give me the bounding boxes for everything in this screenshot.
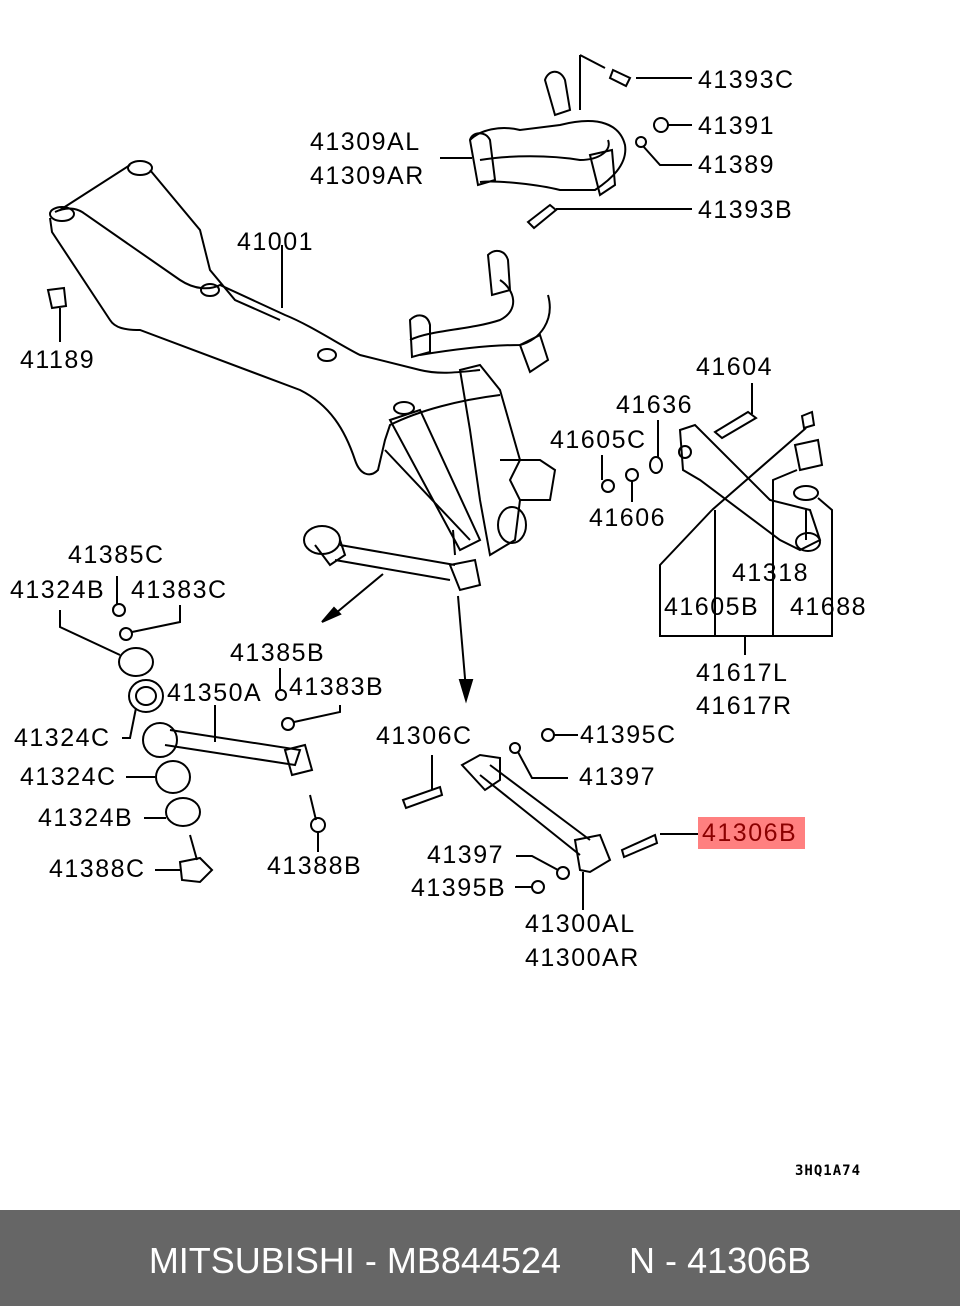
part-label-41309AL[interactable]: 41309AL bbox=[310, 128, 421, 156]
crossmember-drawing bbox=[46, 160, 551, 476]
part-label-41604[interactable]: 41604 bbox=[696, 353, 774, 381]
footer-bar: MITSUBISHI - MB844524 N - 41306B bbox=[0, 1210, 960, 1306]
parts-diagram: 41393C 41391 41389 41393B 41309AL 41309A… bbox=[10, 54, 868, 1179]
part-label-41324B-lower[interactable]: 41324B bbox=[38, 804, 134, 832]
part-label-41309AR[interactable]: 41309AR bbox=[310, 162, 425, 190]
part-label-41688[interactable]: 41688 bbox=[790, 593, 868, 621]
stabilizer-bar-drawing bbox=[440, 54, 692, 230]
exploded-view-drawing bbox=[46, 54, 833, 910]
part-label-41300AR[interactable]: 41300AR bbox=[525, 944, 640, 972]
part-label-41324C-upper[interactable]: 41324C bbox=[14, 724, 111, 752]
part-label-41189[interactable]: 41189 bbox=[20, 346, 96, 374]
part-label-41318[interactable]: 41318 bbox=[732, 559, 810, 587]
part-label-41389[interactable]: 41389 bbox=[698, 151, 776, 179]
part-label-41324B-upper[interactable]: 41324B bbox=[10, 576, 106, 604]
part-label-41605C[interactable]: 41605C bbox=[550, 426, 647, 454]
part-label-41395B[interactable]: 41395B bbox=[411, 874, 507, 902]
part-label-41395C[interactable]: 41395C bbox=[580, 721, 677, 749]
part-label-41391[interactable]: 41391 bbox=[698, 112, 776, 140]
brand-name: MITSUBISHI bbox=[148, 1240, 355, 1281]
part-label-41605B[interactable]: 41605B bbox=[664, 593, 760, 621]
part-label-41393B[interactable]: 41393B bbox=[698, 196, 794, 224]
knuckle-assembly-drawing bbox=[303, 363, 557, 704]
part-label-41324C-lower[interactable]: 41324C bbox=[20, 763, 117, 791]
part-label-41306C[interactable]: 41306C bbox=[376, 722, 473, 750]
part-label-41385B[interactable]: 41385B bbox=[230, 639, 326, 667]
lower-arm-drawing bbox=[401, 728, 698, 910]
part-label-41393C[interactable]: 41393C bbox=[698, 66, 795, 94]
part-label-41397-lower[interactable]: 41397 bbox=[427, 841, 505, 869]
part-label-41397-upper[interactable]: 41397 bbox=[579, 763, 657, 791]
separator: - bbox=[364, 1240, 377, 1281]
separator: - bbox=[665, 1240, 678, 1281]
upper-arm-drawing bbox=[601, 383, 833, 655]
part-label-41001[interactable]: 41001 bbox=[237, 228, 315, 256]
part-label-41606[interactable]: 41606 bbox=[589, 504, 667, 532]
ref-prefix: N bbox=[629, 1240, 656, 1281]
part-label-41300AL[interactable]: 41300AL bbox=[525, 910, 636, 938]
lateral-rod-drawing bbox=[59, 576, 341, 884]
ref-number: 41306B bbox=[687, 1240, 812, 1281]
part-label-41388C[interactable]: 41388C bbox=[49, 855, 146, 883]
part-label-41383B[interactable]: 41383B bbox=[289, 673, 385, 701]
part-label-41388B[interactable]: 41388B bbox=[267, 852, 363, 880]
footer-caption: MITSUBISHI - MB844524 N - 41306B bbox=[0, 1240, 960, 1282]
part-label-41306B-highlighted[interactable]: 41306B bbox=[698, 817, 806, 849]
drawing-code: 3HQ1A74 bbox=[795, 1163, 862, 1179]
part-number: MB844524 bbox=[386, 1240, 561, 1281]
part-label-41383C[interactable]: 41383C bbox=[131, 576, 228, 604]
part-label-41617R[interactable]: 41617R bbox=[696, 692, 793, 720]
part-label-41636[interactable]: 41636 bbox=[616, 391, 694, 419]
part-label-41385C[interactable]: 41385C bbox=[68, 541, 165, 569]
part-label-41617L[interactable]: 41617L bbox=[696, 659, 789, 687]
part-label-41350A[interactable]: 41350A bbox=[167, 679, 263, 707]
